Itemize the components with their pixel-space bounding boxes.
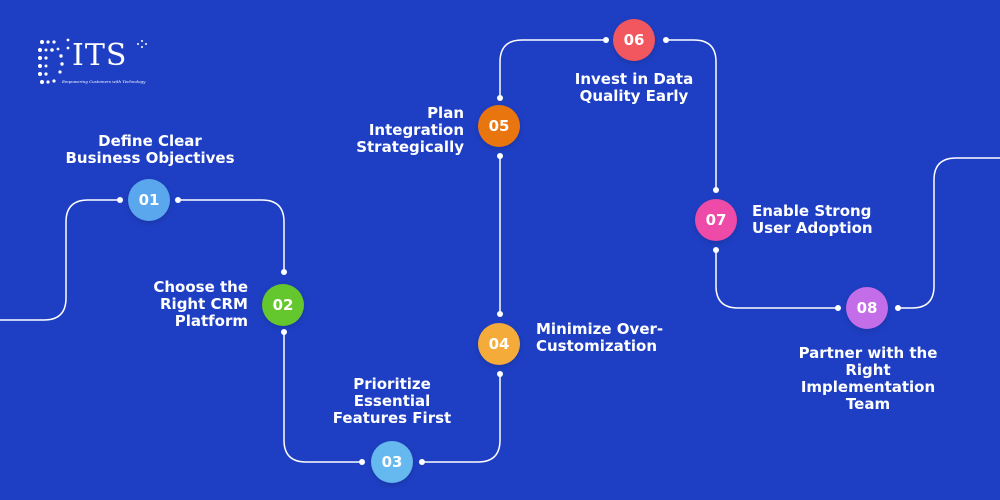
step-05-label: Plan Integration Strategically bbox=[356, 104, 464, 156]
connector-dot bbox=[895, 305, 901, 311]
connector-dot bbox=[663, 37, 669, 43]
its-logo-icon bbox=[38, 38, 147, 84]
step-06-node: 06 bbox=[613, 19, 655, 61]
connector-dot bbox=[497, 153, 503, 159]
step-01-node: 01 bbox=[128, 179, 170, 221]
brand-name: ITS bbox=[72, 38, 128, 73]
connector-exit bbox=[897, 157, 1000, 309]
brand-tagline: Empowering Customers with Technology bbox=[62, 79, 146, 84]
connector-03-04 bbox=[421, 373, 501, 463]
step-08-label: Partner with the Right Implementation Te… bbox=[798, 344, 938, 413]
connector-07-08 bbox=[715, 249, 839, 309]
connector-dot bbox=[603, 37, 609, 43]
step-03-node: 03 bbox=[371, 441, 413, 483]
connector-dot bbox=[175, 197, 181, 203]
step-07-node: 07 bbox=[695, 199, 737, 241]
step-05-node: 05 bbox=[478, 105, 520, 147]
connector-dot bbox=[497, 311, 503, 317]
connector-01-02 bbox=[177, 199, 285, 273]
connector-dot bbox=[117, 197, 123, 203]
step-04-label: Minimize Over- Customization bbox=[536, 320, 664, 355]
connector-02-03 bbox=[283, 331, 363, 463]
connector-dot bbox=[713, 247, 719, 253]
connector-dot bbox=[281, 269, 287, 275]
connector-dot bbox=[835, 305, 841, 311]
connector-entry bbox=[0, 199, 121, 321]
step-06-label: Invest in Data Quality Early bbox=[574, 70, 694, 105]
connector-dot bbox=[497, 95, 503, 101]
connector-06-07 bbox=[665, 39, 717, 191]
connector-dot bbox=[419, 459, 425, 465]
step-01-label: Define Clear Business Objectives bbox=[65, 132, 235, 167]
connector-05-06 bbox=[499, 39, 607, 99]
step-02-node: 02 bbox=[262, 284, 304, 326]
step-04-node: 04 bbox=[478, 323, 520, 365]
connector-dot bbox=[497, 371, 503, 377]
step-08-node: 08 bbox=[846, 287, 888, 329]
step-02-label: Choose the Right CRM Platform bbox=[153, 278, 248, 330]
connector-dot bbox=[281, 329, 287, 335]
step-07-label: Enable Strong User Adoption bbox=[752, 202, 873, 237]
connector-dot bbox=[359, 459, 365, 465]
step-03-label: Prioritize Essential Features First bbox=[332, 375, 452, 427]
connector-dot bbox=[713, 187, 719, 193]
